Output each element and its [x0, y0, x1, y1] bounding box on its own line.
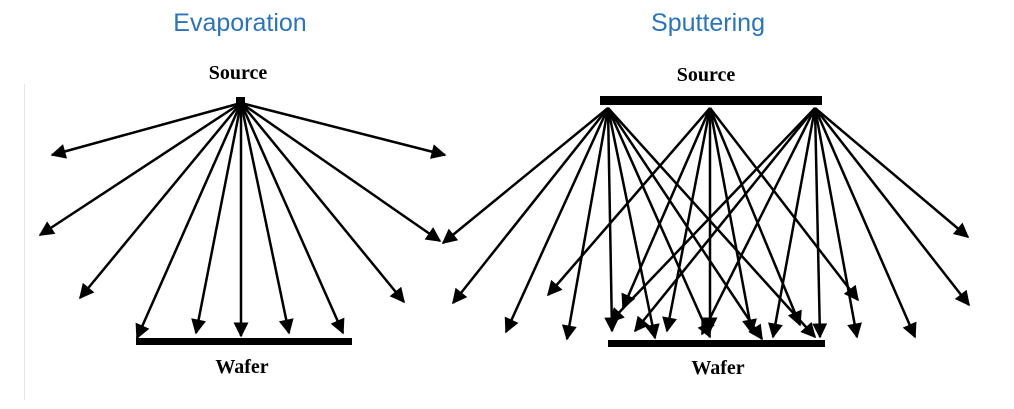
sputtering-ray-arrow [634, 107, 816, 333]
sputtering-ray-arrow [813, 107, 917, 339]
sputtering-ray-arrow [547, 107, 711, 297]
evaporation-point-source [236, 97, 245, 105]
sputtering-ray-arrow [561, 107, 610, 341]
sputtering-ray-arrow [441, 107, 609, 244]
sputtering-ray-arrow [813, 107, 862, 339]
sputtering-wafer-label: Wafer [691, 357, 745, 379]
sputtering-heading: Sputtering [651, 9, 765, 37]
sputtering-ray-arrow [621, 107, 712, 310]
sputtering-ray-arrow [607, 107, 817, 339]
evaporation-ray-arrow [239, 102, 345, 335]
sputtering-wafer [608, 340, 825, 347]
evaporation-wafer-label: Wafer [215, 356, 269, 378]
sputtering-ray-arrow [452, 107, 609, 305]
sputtering-ray-arrow [662, 107, 712, 333]
left-border-line [24, 84, 25, 400]
sputtering-ray-arrow [708, 107, 757, 335]
evaporation-ray-arrow [50, 101, 242, 159]
sputtering-target-source [600, 96, 822, 105]
evaporation-rays [38, 101, 447, 340]
evaporation-ray-arrow [240, 101, 442, 243]
evaporation-wafer [136, 338, 352, 345]
sputtering-ray-arrow [604, 107, 620, 333]
sputtering-ray-arrow [504, 107, 610, 334]
sputtering-source-label: Source [676, 64, 736, 86]
sputtering-ray-arrow [768, 107, 817, 339]
evaporation-ray-arrow [135, 102, 243, 340]
evaporation-ray-arrow [79, 102, 242, 300]
evaporation-source-label: Source [208, 62, 268, 84]
evaporation-ray-arrow [240, 102, 405, 304]
sputtering-ray-arrow [606, 107, 764, 341]
sputtering-ray-arrow [606, 107, 660, 340]
evaporation-ray-arrow [38, 101, 242, 237]
evaporation-heading: Evaporation [173, 9, 307, 37]
evaporation-ray-arrow [191, 102, 243, 335]
evaporation-ray-arrow [240, 101, 447, 159]
sputtering-ray-arrow [812, 107, 828, 339]
sputtering-ray-arrow [709, 107, 859, 302]
sputtering-ray-arrow [708, 107, 802, 327]
evaporation-ray-arrow [239, 102, 294, 335]
sputtering-ray-arrow [814, 107, 970, 307]
sputtering-ray-arrow [608, 107, 816, 324]
sputtering-ray-arrow [814, 107, 970, 238]
sputtering-ray-arrow [700, 107, 817, 336]
sputtering-rays [441, 107, 970, 341]
